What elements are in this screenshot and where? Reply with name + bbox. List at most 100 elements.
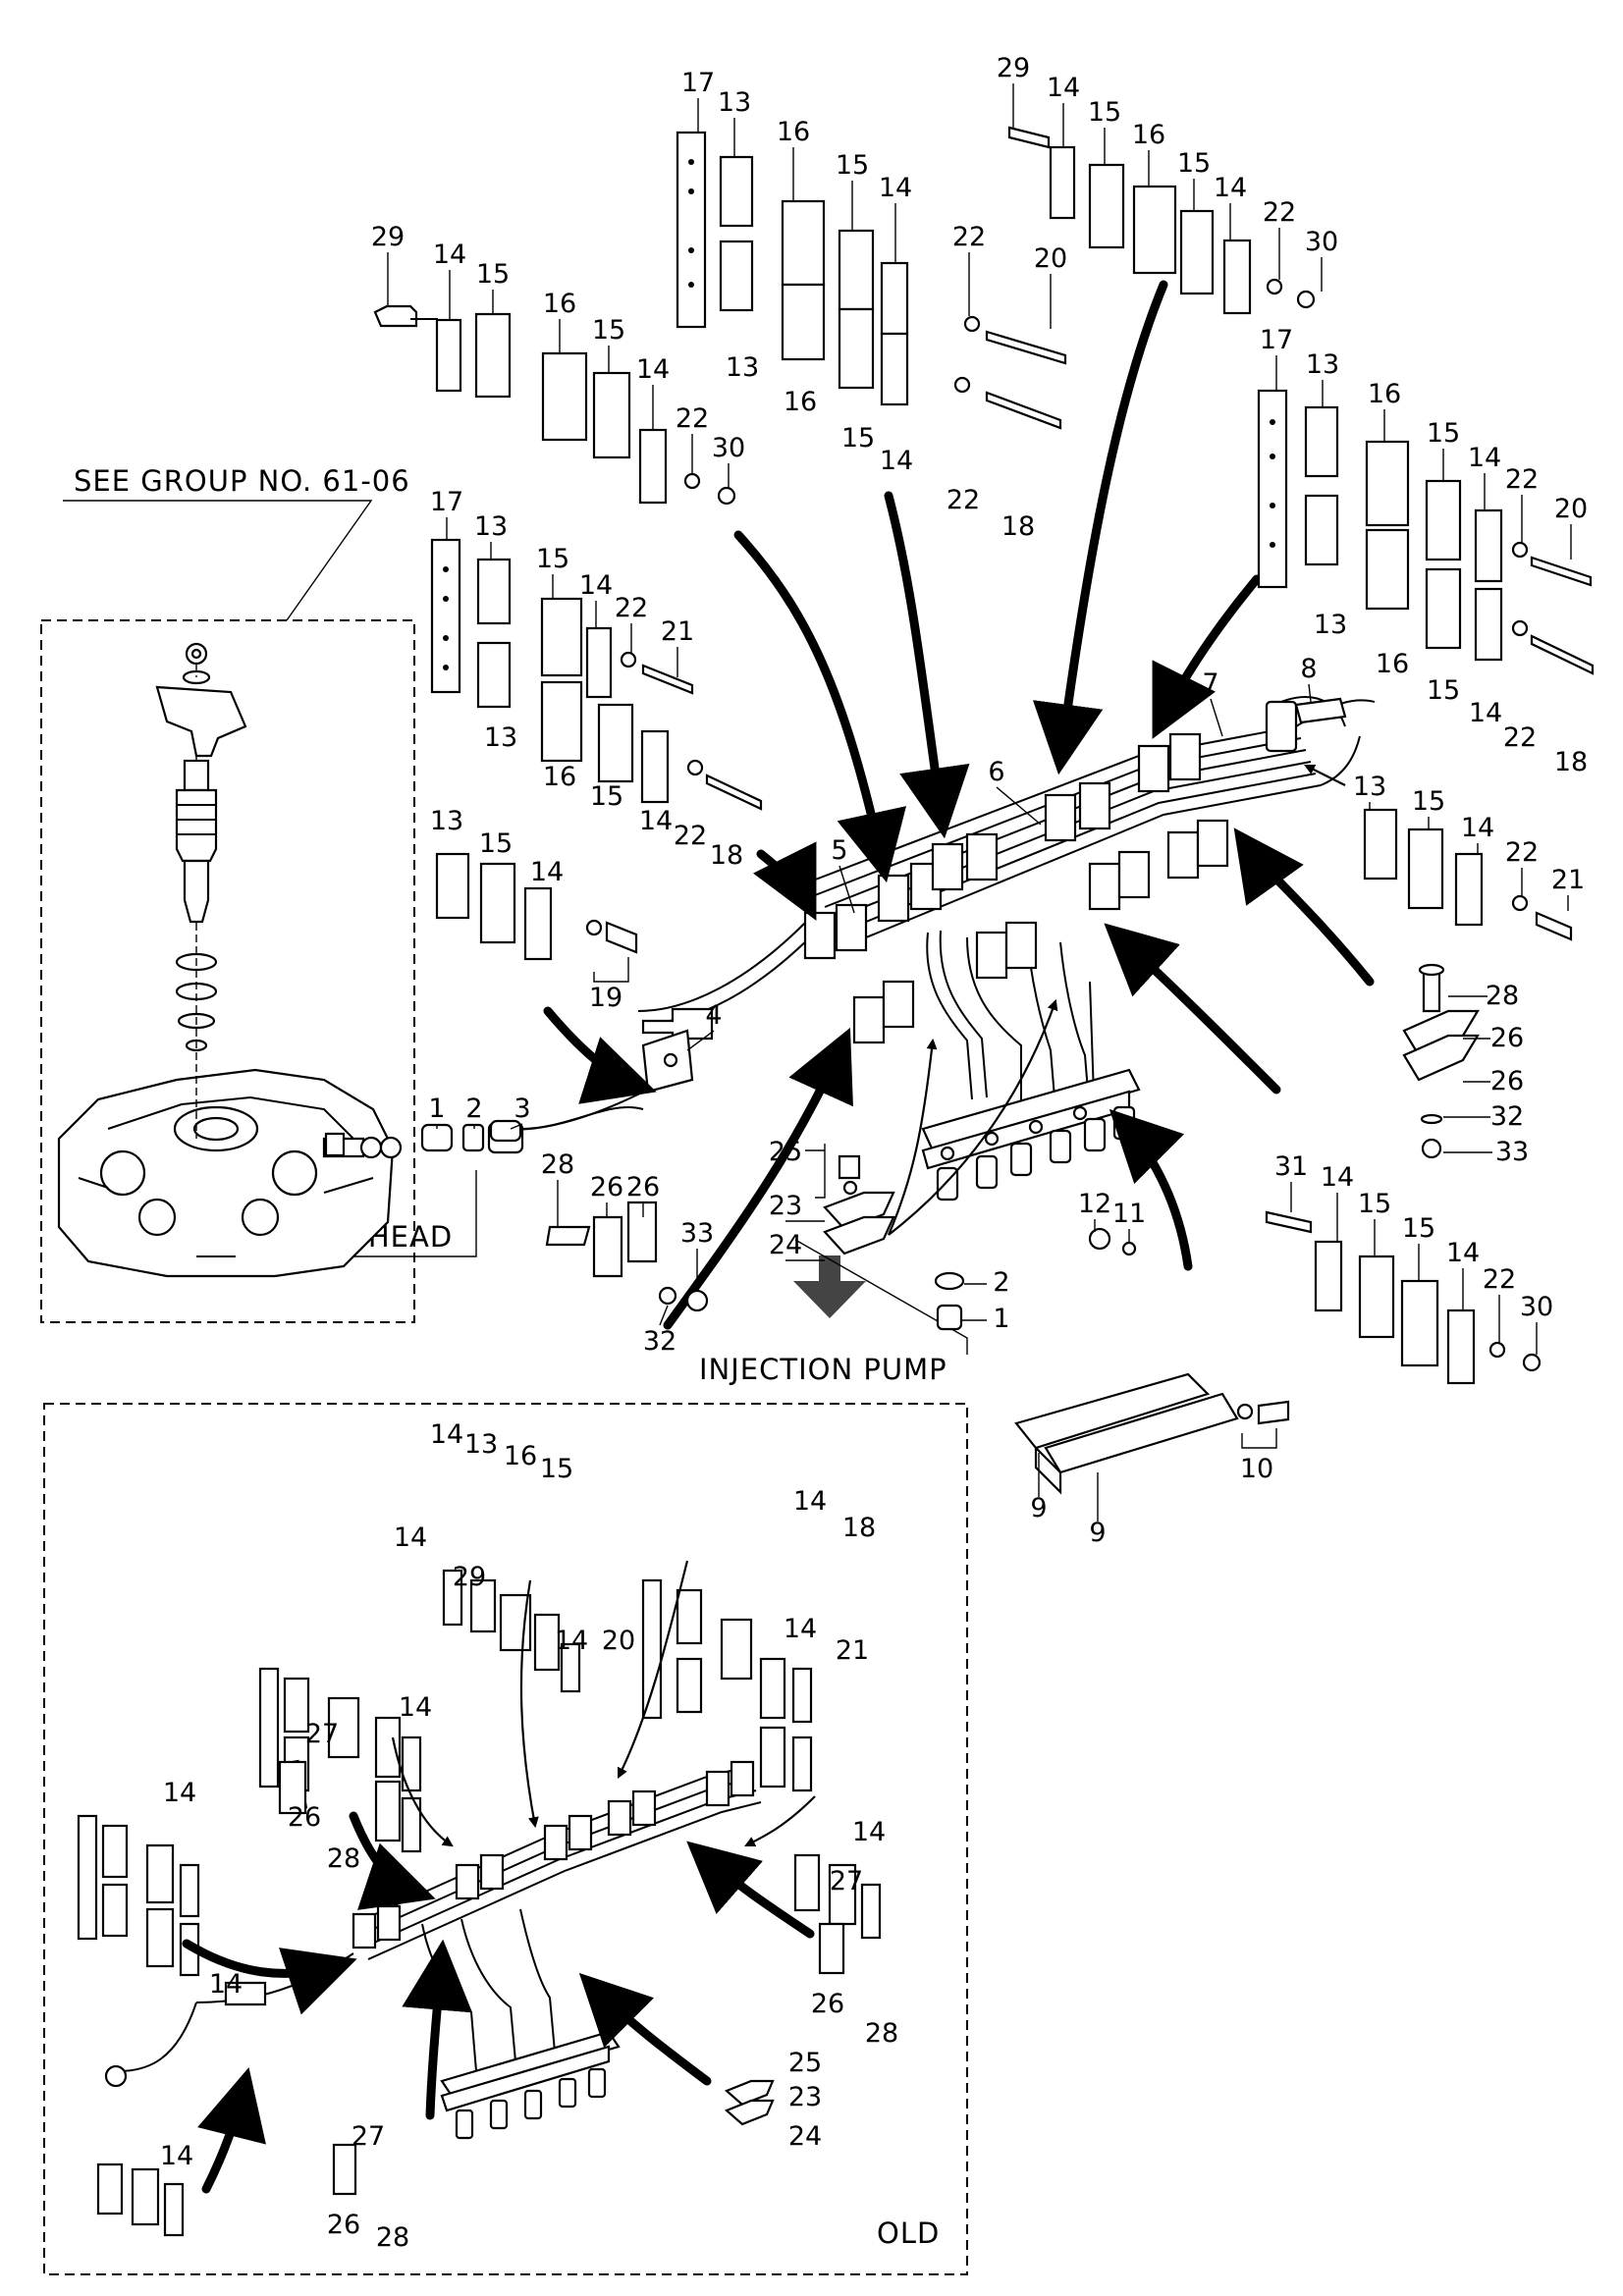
callout: 15 [540,1454,573,1484]
callout: 14 [879,173,912,203]
callout: 18 [842,1513,876,1543]
callout: 26 [811,1989,844,2019]
callout: 16 [1132,120,1165,150]
callout: 15 [479,828,513,859]
injection-pump-caption: INJECTION PUMP [699,1353,947,1386]
callout: 15 [536,544,569,574]
callout: 8 [1300,654,1317,684]
down-arrow-icon [793,1255,866,1318]
callout: 2 [465,1094,482,1124]
callout: 22 [947,485,980,515]
callout: 22 [952,222,986,252]
callout: 30 [1520,1292,1553,1322]
callout: 15 [1177,148,1211,179]
callout: 1 [428,1094,445,1124]
callout: 14 [784,1614,817,1644]
callout: 11 [1112,1199,1146,1229]
callout: 33 [1495,1137,1529,1167]
callout: 22 [674,821,707,851]
callout: 9 [1089,1518,1106,1548]
callout: 15 [590,781,623,812]
clamp-group-lower-right [1265,1210,1542,1385]
callout: 13 [1314,610,1347,640]
callout: 13 [430,806,463,836]
callout: 25 [788,2048,822,2078]
callout: 20 [1554,494,1588,524]
callout: 14 [880,446,913,476]
callout: 15 [1412,786,1445,817]
callout: 5 [831,835,847,866]
callout: 3 [514,1094,530,1124]
center-bracket-23 [823,1154,965,1331]
callout: 14 [1321,1162,1354,1193]
callout: 4 [705,1000,722,1031]
callout: 28 [376,2222,409,2253]
cylinder-head-frame [40,619,415,1323]
callout: 22 [1263,197,1296,228]
old-caption: OLD [877,2216,940,2250]
callout: 14 [399,1692,432,1723]
callout: 22 [1505,464,1539,495]
injection-pump-leader [794,1239,968,1355]
callout: 10 [1240,1454,1273,1484]
clamp-group-right-mid [1363,808,1573,941]
callout: 18 [1001,511,1035,542]
callout: 14 [209,1969,243,2000]
callout: 21 [836,1635,869,1666]
callout: 15 [1402,1213,1435,1244]
callout: 9 [1030,1493,1047,1523]
callout: 23 [769,1191,802,1221]
callout: 14 [1468,443,1501,473]
callout: 26 [590,1172,623,1202]
clamp-group-lower-left [435,852,638,961]
injector-nozzle-illustration [155,642,247,1139]
callout: 16 [1368,379,1401,409]
callout: 15 [836,150,869,181]
assembly-arrows [543,280,1375,1330]
callout: 28 [1486,981,1519,1011]
callout: 14 [1461,813,1494,843]
callout: 14 [530,857,564,887]
callout-25-leader [805,1144,826,1199]
callout: 22 [1503,722,1537,753]
callout: 31 [1274,1151,1308,1182]
callout: 17 [430,487,463,517]
callout: 28 [327,1843,360,1874]
mounted-clamps [803,732,1229,1044]
callout: 22 [1483,1264,1516,1295]
callout: 16 [543,289,576,319]
callout: 26 [327,2210,360,2240]
callout: 24 [788,2121,822,2152]
callout: 29 [371,222,405,252]
callout: 23 [788,2082,822,2112]
callout: 21 [1551,865,1585,895]
callout: 14 [160,2141,193,2171]
callout: 12 [1078,1189,1111,1219]
callout: 14 [636,354,670,385]
callout: 14 [579,570,613,601]
callout: 15 [1088,97,1121,128]
callout: 1 [993,1304,1009,1334]
callout: 15 [592,315,625,346]
callout: 14 [1214,173,1247,203]
callout: 7 [1202,668,1218,699]
callout: 14 [163,1778,196,1808]
callout: 26 [1490,1023,1524,1053]
callout: 14 [555,1626,588,1656]
callout: 15 [841,423,875,454]
callout: 22 [676,403,709,434]
old-version-frame [43,1403,968,2275]
callout: 13 [1306,349,1339,380]
callout: 16 [543,762,576,792]
clamp-group-top-left [373,304,736,506]
callout: 16 [777,117,810,147]
callout: 14 [394,1522,427,1553]
callout: 17 [681,68,715,98]
callout: 29 [453,1562,486,1592]
clamp-group-top-right [1007,126,1316,315]
callout: 17 [1260,325,1293,355]
pipe-support-bracket-26 [1402,963,1480,1159]
cylinder-head-illustration [57,1068,403,1278]
callout: 15 [1358,1189,1391,1219]
